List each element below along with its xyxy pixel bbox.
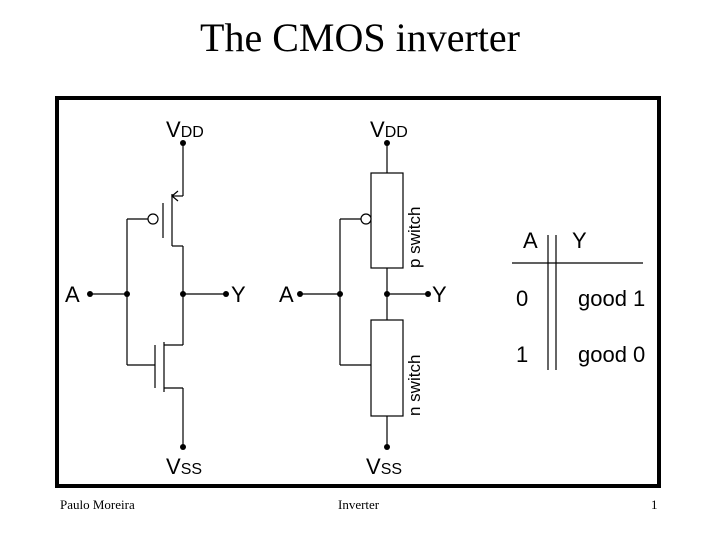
slide-title: The CMOS inverter [200,15,520,60]
right-drain-node [384,291,390,297]
left-vdd-node [180,140,186,146]
left-vss-label: VSS [166,454,202,479]
right-vss-node [384,444,390,450]
right-vdd-node [384,140,390,146]
left-output-label: Y [231,282,246,307]
pmos-gate-bubble [147,213,159,225]
left-input-label: A [65,282,80,307]
truth-table-row1-y: good 1 [578,286,645,311]
truth-table-header-y: Y [572,228,587,253]
footer-author: Paulo Moreira [60,497,135,512]
footer-topic: Inverter [338,497,380,512]
right-output-label: Y [432,282,447,307]
diagram-frame [55,96,661,488]
footer-page-number: 1 [651,497,658,512]
truth-table-grid [512,235,643,370]
left-output-node [223,291,229,297]
right-input-node [297,291,303,297]
nmos-switch-box [370,319,404,417]
right-input-label: A [279,282,294,307]
truth-table-row2-y: good 0 [578,342,645,367]
pmos-switch-label: p switch [405,207,424,268]
right-gate-node [337,291,343,297]
truth-table-row2-a: 1 [516,342,528,367]
left-vdd-label: VDD [166,117,204,142]
right-circuit-wires [300,143,428,447]
switch-gate-bubble [360,213,372,225]
pmos-arrow [171,190,179,202]
junction-dots [87,140,431,450]
right-vdd-label: VDD [370,117,408,142]
left-gate-node [124,291,130,297]
right-output-node [425,291,431,297]
truth-table-row1-a: 0 [516,286,528,311]
left-input-node [87,291,93,297]
left-vss-node [180,444,186,450]
truth-table-header-a: A [523,228,538,253]
right-vss-label: VSS [366,454,402,479]
left-drain-node [180,291,186,297]
pmos-switch-box [370,172,404,269]
nmos-switch-label: n switch [405,355,424,416]
left-circuit-wires [90,143,226,447]
